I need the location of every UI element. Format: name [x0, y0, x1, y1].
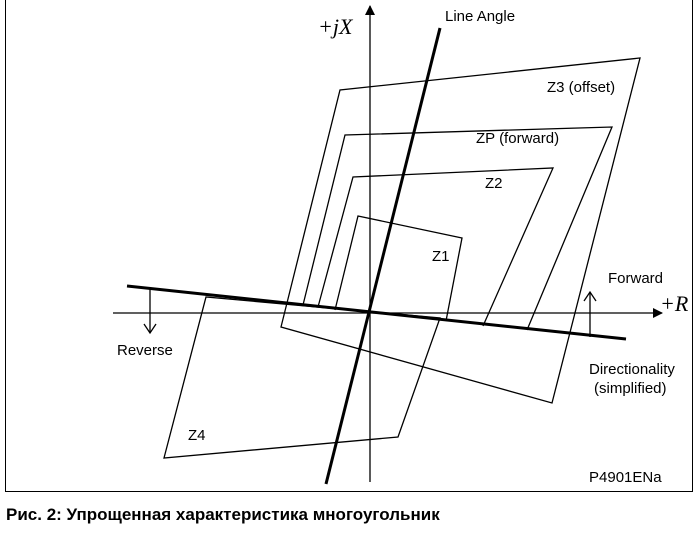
zone-zp-shape	[302, 126, 613, 331]
figure-code: P4901ENa	[589, 469, 662, 486]
axis-y-label: +jX	[318, 14, 354, 39]
line-angle-line	[324, 27, 442, 485]
figure-frame	[5, 0, 693, 492]
zone-z3-label: Z3 (offset)	[547, 79, 615, 96]
directionality-line	[126, 284, 627, 341]
zone-z2-label: Z2	[485, 175, 503, 192]
line-angle-label: Line Angle	[445, 8, 515, 25]
zone-zp-label: ZP (forward)	[476, 130, 559, 147]
forward-label: Forward	[608, 270, 663, 287]
reverse-arrow-head	[143, 323, 157, 335]
forward-arrow-head	[583, 290, 597, 302]
zone-z4-label: Z4	[188, 427, 206, 444]
zone-z3-polygon	[280, 57, 641, 404]
zone-z1-label: Z1	[432, 248, 450, 265]
figure-caption: Рис. 2: Упрощенная характеристика многоу…	[6, 505, 440, 524]
reverse-label: Reverse	[117, 342, 173, 359]
zone-z2-shape	[317, 167, 555, 327]
zone-z1-shape	[334, 215, 463, 322]
directionality-label: Directionality	[589, 361, 675, 378]
axis-x-label: +R	[660, 291, 689, 316]
directionality-sublabel: (simplified)	[594, 380, 667, 397]
